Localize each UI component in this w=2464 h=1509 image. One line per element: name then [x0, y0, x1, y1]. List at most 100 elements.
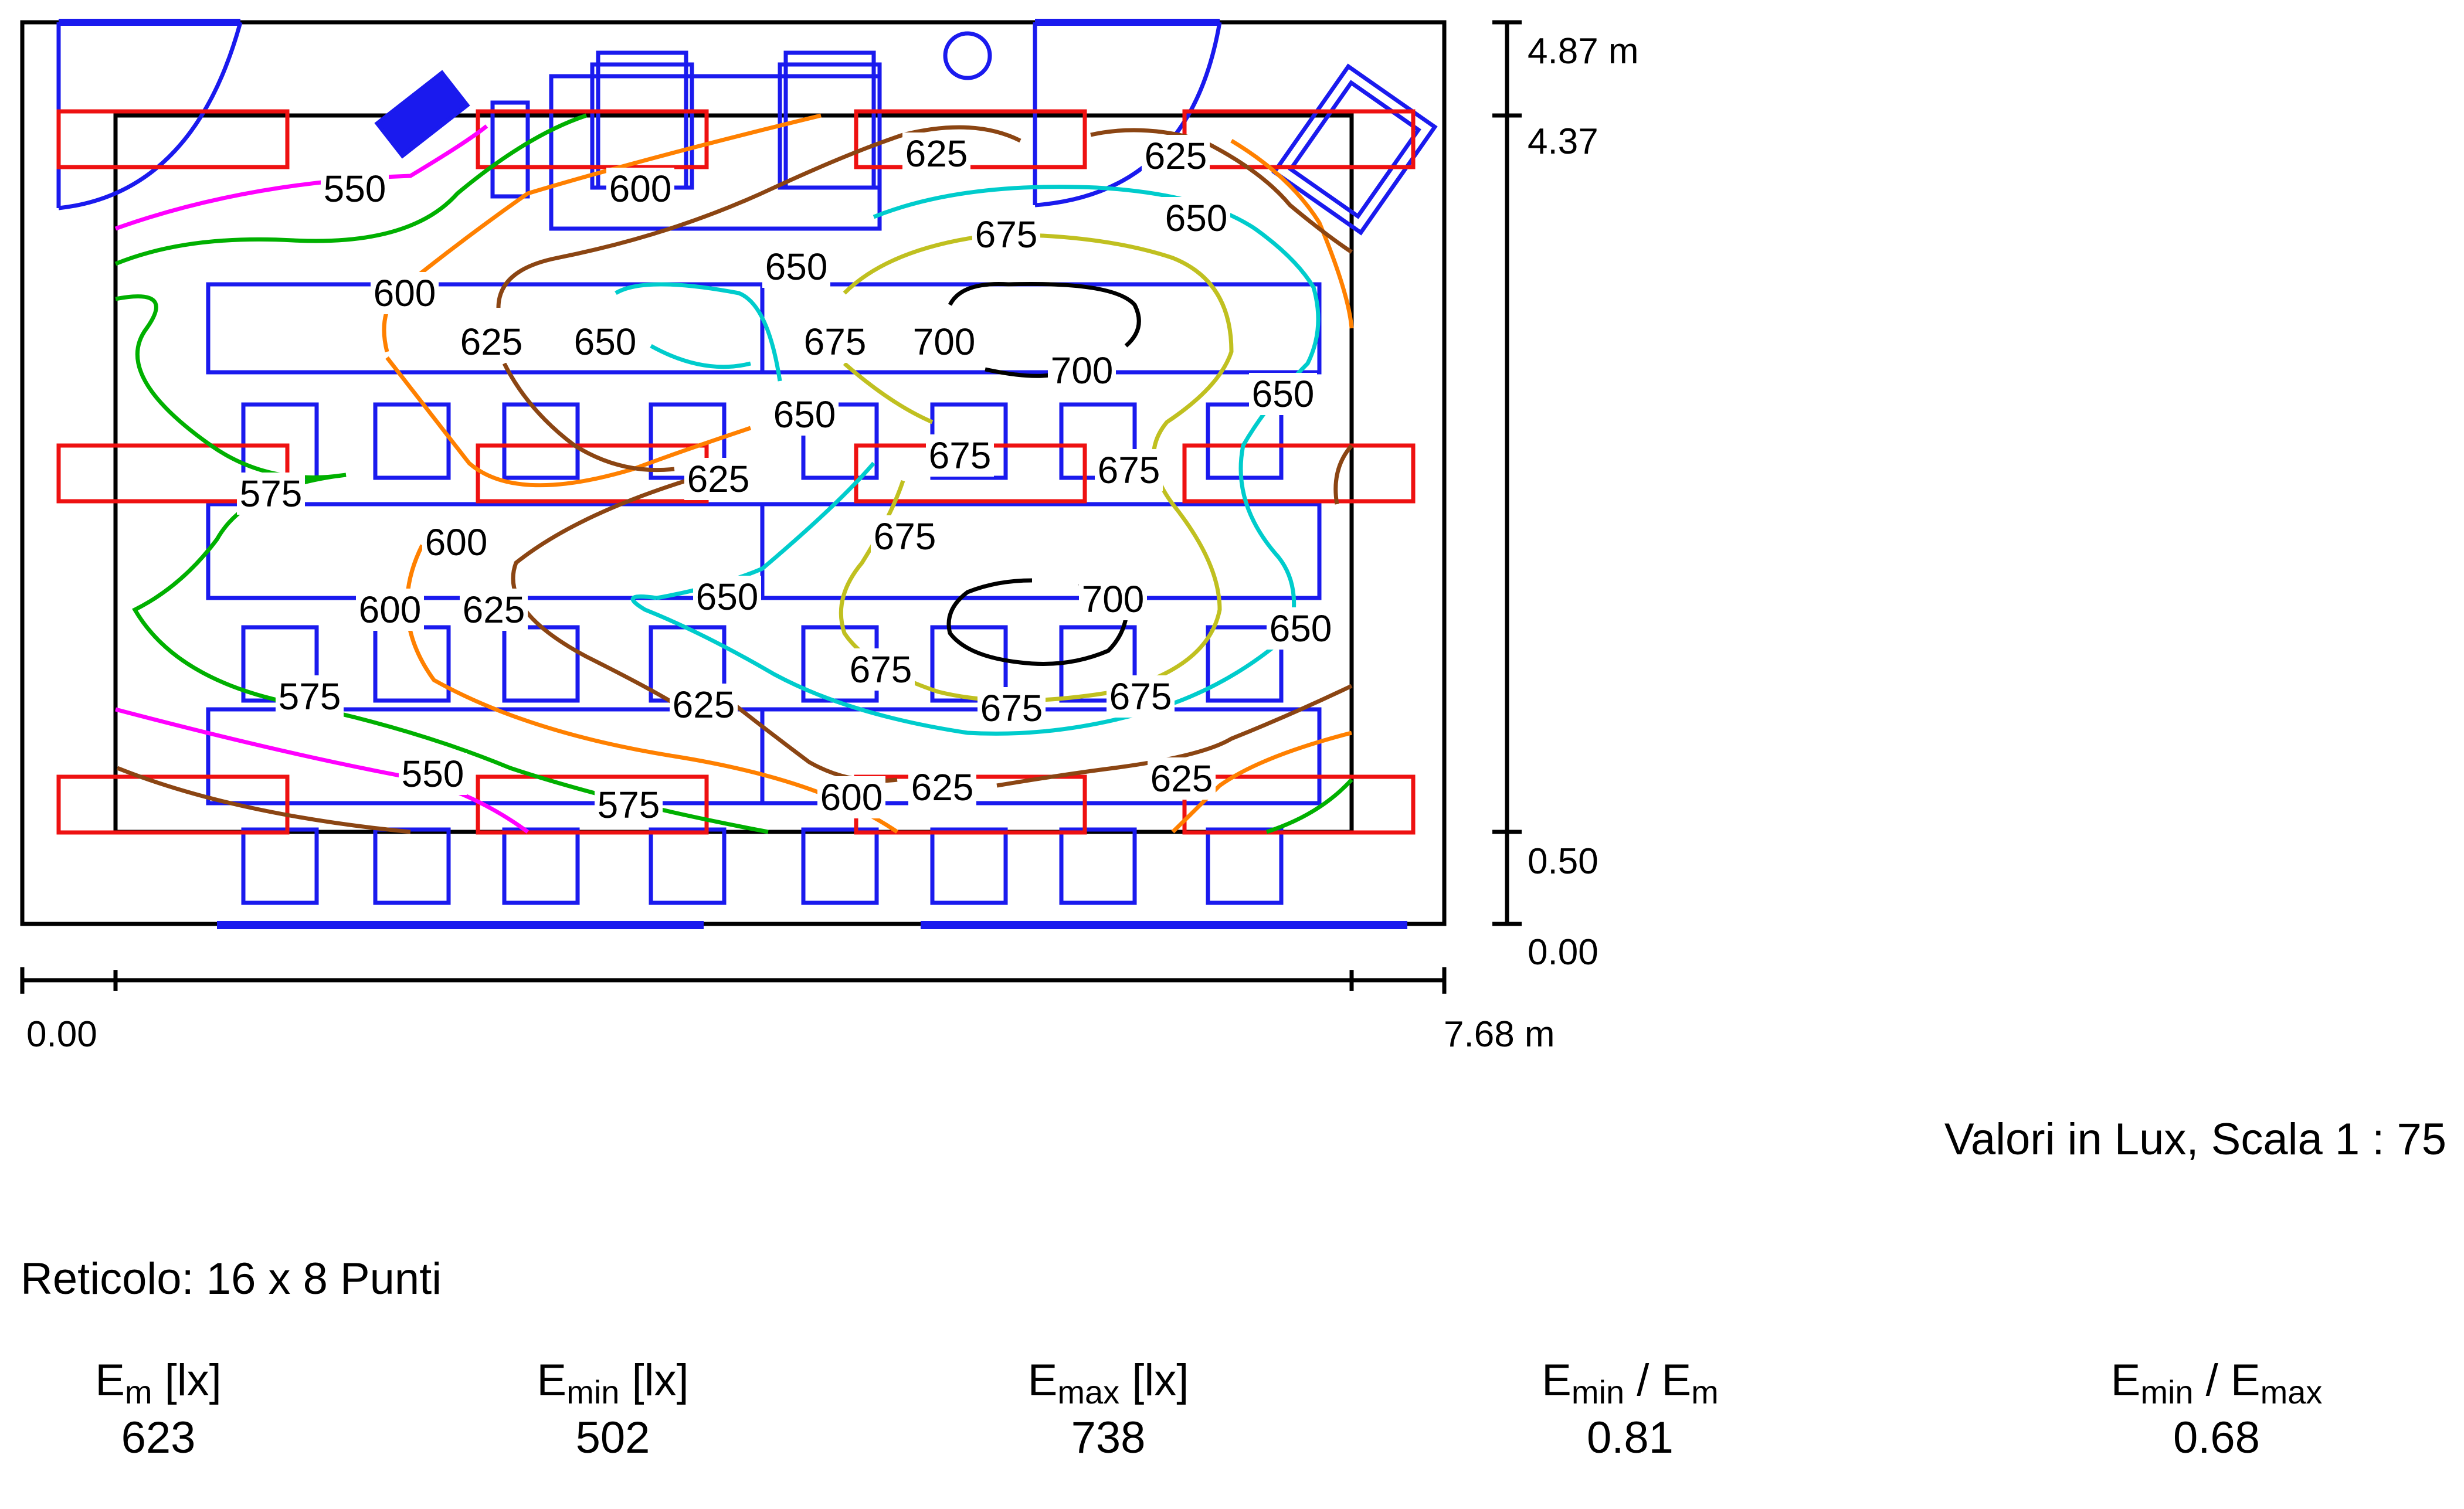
isoline-label-625: 625 [908, 766, 976, 808]
plant-circle [943, 31, 992, 80]
isoline-label-700: 700 [910, 321, 978, 363]
scale-y-origin: 0.00 [1528, 932, 1598, 973]
isoline-label-text: 700 [913, 321, 976, 363]
isoline-label-550: 550 [399, 753, 467, 795]
scale-y-inner-top: 4.37 [1528, 121, 1598, 162]
scale-y-inner-bottom: 0.50 [1528, 841, 1598, 882]
isoline-625 [511, 478, 687, 706]
stat-em-value: 623 [121, 1413, 196, 1463]
isoline-label-text: 600 [425, 521, 488, 563]
isoline-label-text: 625 [687, 458, 750, 500]
isoline-label-text: 625 [905, 132, 968, 175]
isoline-label-text: 650 [765, 246, 828, 288]
isoline-550 [115, 707, 530, 834]
isoline-label-text: 625 [1150, 757, 1213, 800]
isoline-label-bg [902, 132, 970, 175]
isoline-label-575: 575 [595, 784, 663, 826]
isoline-label-700: 700 [1079, 578, 1147, 620]
chair-top-right [1271, 63, 1438, 236]
isoline-label-650: 650 [1249, 373, 1317, 415]
isoline-label-text: 650 [696, 576, 759, 618]
isoline-label-bg [908, 766, 976, 808]
isoline-label-bg [1107, 675, 1175, 718]
isoline-label-700: 700 [1048, 349, 1116, 392]
isoline-label-625: 625 [902, 132, 970, 175]
isoline-label-text: 675 [874, 515, 936, 558]
isoline-label-650: 650 [1267, 607, 1335, 650]
isoline-label-bg [762, 246, 830, 288]
isoline-700 [948, 281, 1141, 348]
stat-emax: Emax [lx] 738 [932, 1354, 1284, 1464]
grid-note: Reticolo: 16 x 8 Punti [21, 1254, 442, 1304]
isoline-label-bg [693, 576, 761, 618]
stat-emin-value: 502 [575, 1413, 650, 1463]
isoline-label-text: 550 [324, 168, 386, 210]
isoline-label-675: 675 [1095, 449, 1163, 491]
isoline-label-bg [460, 589, 528, 631]
isoline-label-675: 675 [871, 515, 939, 558]
isoline-label-bg [457, 321, 525, 363]
isoline-label-text: 700 [1082, 578, 1145, 620]
isoline-label-650: 650 [1162, 197, 1230, 239]
isoline-label-bg [422, 521, 490, 563]
isoline-label-625: 625 [460, 589, 528, 631]
isoline-label-bg [871, 515, 939, 558]
isoline-label-bg [237, 473, 305, 515]
isoline-label-650: 650 [771, 393, 839, 436]
isoline-label-text: 625 [673, 684, 735, 726]
stat-emin: Emin [lx] 502 [437, 1354, 789, 1464]
isoline-625 [496, 125, 1021, 308]
calc-area-outline [113, 113, 1354, 834]
isoline-label-bg [1148, 757, 1216, 800]
isoline-675 [839, 232, 1234, 703]
isoline-label-text: 650 [1270, 607, 1332, 650]
isoline-label-bg [1095, 449, 1163, 491]
isoline-label-600: 600 [422, 521, 490, 563]
isoline-label-text: 600 [359, 589, 422, 631]
isoline-label-bg [321, 168, 389, 210]
isoline-label-bg [1048, 349, 1116, 392]
isoline-label-bg [847, 648, 915, 691]
isoline-label-bg [356, 589, 424, 631]
isoline-label-bg [1249, 373, 1317, 415]
stat-emin-em-value: 0.81 [1587, 1413, 1674, 1463]
isoline-label-600: 600 [356, 589, 424, 631]
isoline-label-text: 600 [374, 272, 436, 314]
isoline-label-650: 650 [762, 246, 830, 288]
isoline-label-bg [1162, 197, 1230, 239]
isoline-625 [1333, 444, 1353, 505]
isoline-625 [731, 702, 898, 783]
isoline-label-text: 650 [574, 321, 637, 363]
isoline-label-text: 675 [929, 434, 992, 477]
isoline-625 [502, 362, 675, 473]
isoline-label-bg [595, 784, 663, 826]
isoline-label-text: 575 [240, 473, 303, 515]
isoline-label-675: 675 [978, 687, 1046, 729]
isoline-label-text: 625 [911, 766, 974, 808]
chair-row-3 [241, 827, 1284, 905]
room-outline [20, 20, 1447, 926]
isoline-label-text: 650 [1252, 373, 1315, 415]
stat-emin-em: Emin / Em 0.81 [1454, 1354, 1806, 1464]
isoline-575 [1265, 778, 1353, 834]
isoline-label-text: 550 [402, 753, 464, 795]
isoline-label-text: 625 [460, 321, 523, 363]
isoline-label-text: 575 [279, 675, 341, 718]
isoline-label-text: 650 [1165, 197, 1228, 239]
stat-emax-value: 738 [1071, 1413, 1146, 1463]
isoline-625 [116, 766, 411, 834]
isoline-label-600: 600 [606, 168, 674, 210]
isoline-label-text: 700 [1051, 349, 1114, 392]
isoline-label-600: 600 [371, 272, 439, 314]
isoline-label-625: 625 [670, 684, 738, 726]
isoline-label-text: 675 [1109, 675, 1172, 718]
isoline-label-600: 600 [817, 776, 885, 818]
isoline-700 [985, 367, 1050, 378]
isoline-label-bg [978, 687, 1046, 729]
isoline-label-bg [817, 776, 885, 818]
isoline-label-text: 625 [1145, 135, 1207, 177]
isoline-575 [114, 113, 588, 266]
isoline-600 [1171, 730, 1352, 834]
isoline-label-625: 625 [1148, 757, 1216, 800]
isoline-labels: 550 600 625 625 650 675 650 600 625 650 675 700 700 6… [237, 132, 1335, 826]
